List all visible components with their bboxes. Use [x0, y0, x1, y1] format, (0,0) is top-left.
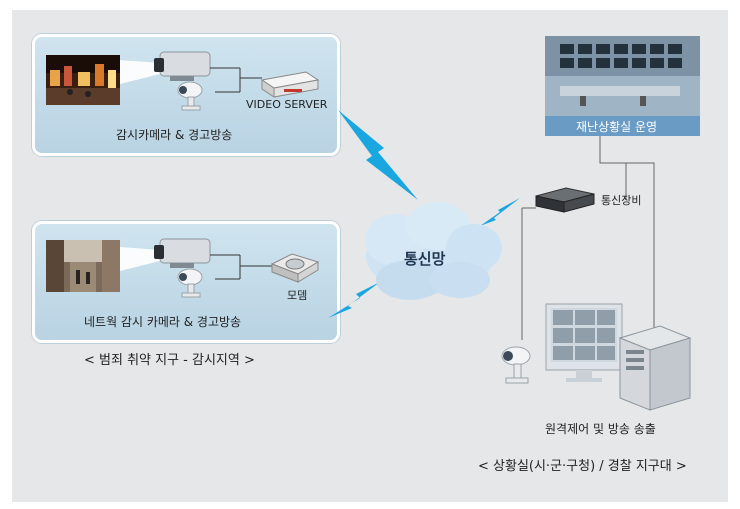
- station-caption: < 상황실(시·군·구청) / 경찰 지구대 >: [478, 459, 687, 474]
- comm-device-label: 통신장비: [601, 194, 642, 207]
- modem-icon: [270, 253, 320, 283]
- control-room-photo: [545, 36, 700, 116]
- camera-view-cone: [120, 60, 160, 84]
- network-camera-icon: [154, 238, 211, 268]
- lightning-bolt-bottom: [328, 282, 380, 318]
- night-street-photo: [46, 55, 120, 105]
- speaker-camera-icon-2: [177, 268, 203, 298]
- cctv-panel-caption: 감시카메라 & 경고방송: [116, 128, 233, 142]
- video-server-label: VIDEO SERVER: [246, 98, 328, 111]
- lightning-bolt-right: [480, 198, 520, 226]
- modem-label: 모뎀: [287, 289, 308, 302]
- remote-control-label: 원격제어 및 방송 송출: [545, 422, 656, 436]
- video-server-icon: [260, 71, 320, 98]
- alley-photo: [46, 240, 120, 292]
- camera-view-cone-2: [120, 247, 160, 271]
- network-panel-caption: 네트웍 감시 카메라 & 경고방송: [84, 315, 242, 329]
- monitor-icon: [545, 303, 623, 382]
- speaker-camera-icon: [177, 81, 203, 111]
- wire-control-room: [521, 136, 655, 340]
- wire-network: [210, 254, 272, 280]
- control-room-label: 재난상황실 운영: [576, 120, 658, 134]
- control-room-label-bg: [545, 116, 700, 136]
- network-cloud-icon: [365, 202, 502, 300]
- box-camera-icon: [154, 51, 211, 81]
- wire-cctv: [210, 67, 262, 93]
- lightning-bolt-top: [338, 110, 418, 200]
- region-caption: < 범죄 취약 지구 - 감시지역 >: [84, 353, 255, 368]
- speaker-camera-icon-3: [501, 346, 531, 384]
- cloud-label: 통신망: [404, 250, 446, 268]
- router-icon: [535, 187, 595, 213]
- server-tower-icon: [618, 325, 692, 411]
